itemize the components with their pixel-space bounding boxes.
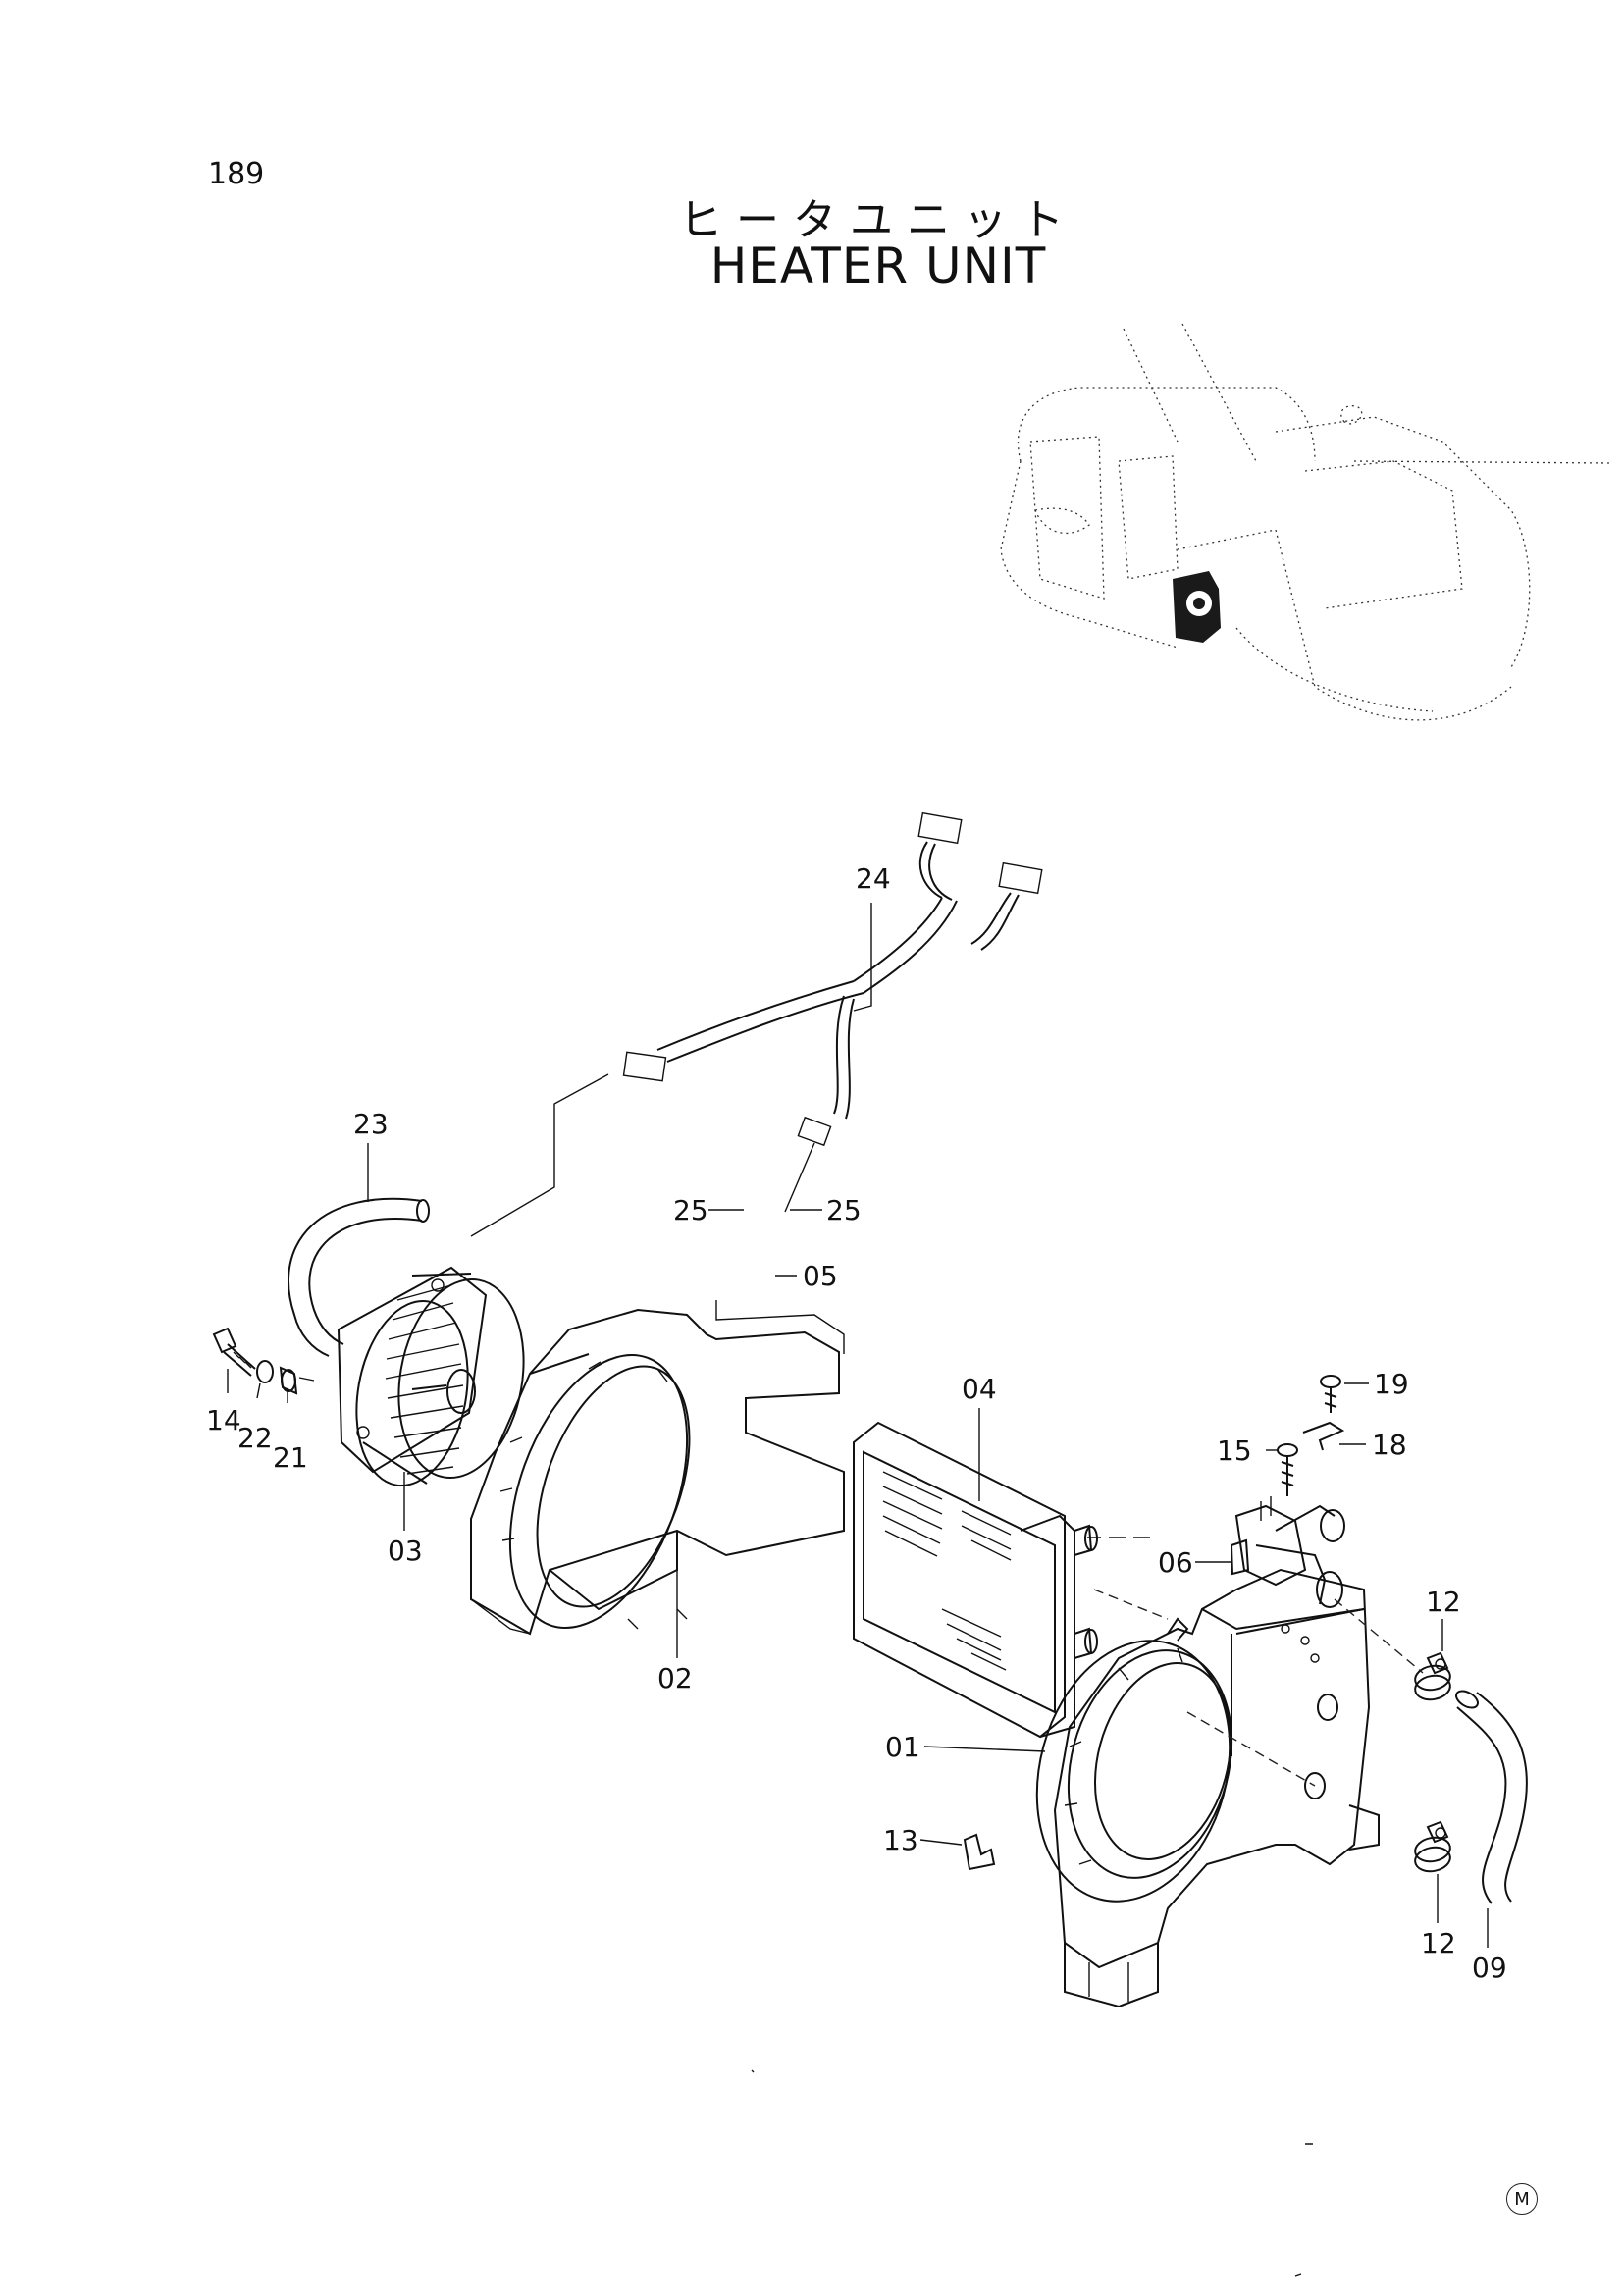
hose-clamp-12-upper bbox=[1414, 1651, 1451, 1701]
callout-25a: 25 bbox=[673, 1194, 708, 1226]
excavator-locator bbox=[1000, 323, 1610, 721]
callout-05: 05 bbox=[803, 1260, 838, 1292]
wire-harness-24 bbox=[470, 811, 1043, 1237]
blower-motor-03 bbox=[337, 1266, 525, 1487]
callout-02: 02 bbox=[657, 1662, 693, 1694]
case-02 bbox=[470, 1300, 845, 1636]
callout-03: 03 bbox=[388, 1535, 423, 1567]
clip-18 bbox=[1302, 1421, 1345, 1451]
callout-14: 14 bbox=[206, 1404, 241, 1436]
housing-01 bbox=[1035, 1568, 1380, 2008]
clip-13 bbox=[963, 1833, 996, 1871]
speck bbox=[751, 2069, 1313, 2277]
callout-21: 21 bbox=[273, 1441, 308, 1474]
callout-18: 18 bbox=[1372, 1429, 1407, 1461]
screw-15 bbox=[1277, 1443, 1298, 1496]
callout-01: 01 bbox=[885, 1731, 920, 1763]
hose-09 bbox=[1455, 1690, 1528, 1904]
callout-12b: 12 bbox=[1421, 1927, 1456, 1959]
title-english: HEATER UNIT bbox=[709, 237, 1047, 294]
callout-04: 04 bbox=[962, 1373, 997, 1405]
title-japanese: ヒータユニット bbox=[679, 195, 1077, 245]
leader-lines bbox=[227, 903, 1489, 1948]
pipe-link bbox=[1093, 1589, 1169, 1620]
callout-19: 19 bbox=[1374, 1368, 1409, 1400]
fasteners-14-22-21 bbox=[212, 1327, 298, 1395]
callout-09: 09 bbox=[1472, 1952, 1507, 1984]
callout-25b: 25 bbox=[826, 1194, 862, 1226]
hose-23 bbox=[288, 1197, 430, 1357]
callout-24: 24 bbox=[856, 862, 891, 895]
callout-12a: 12 bbox=[1426, 1586, 1461, 1618]
heater-core-04 bbox=[853, 1421, 1098, 1739]
hose-clamp-12-lower bbox=[1414, 1820, 1451, 1873]
callout-22: 22 bbox=[237, 1422, 273, 1454]
callout-15: 15 bbox=[1217, 1434, 1252, 1467]
pipe-link-2 bbox=[1334, 1598, 1424, 1674]
callout-23: 23 bbox=[353, 1108, 389, 1140]
callout-13: 13 bbox=[883, 1824, 918, 1856]
manufacturer-mark: M bbox=[1506, 2183, 1538, 2215]
screw-19 bbox=[1320, 1375, 1341, 1413]
page-number: 189 bbox=[208, 157, 265, 191]
water-valve-06 bbox=[1230, 1496, 1345, 1608]
callout-06: 06 bbox=[1158, 1546, 1193, 1579]
